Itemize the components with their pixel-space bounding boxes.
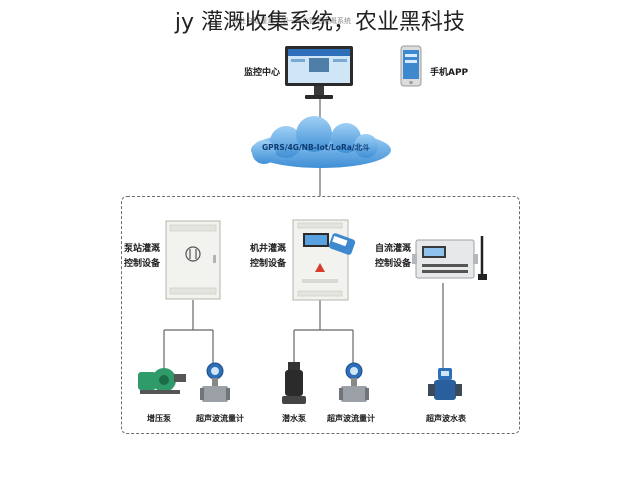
field-area-frame: [121, 196, 520, 434]
controller-3-label: 自流灌溉 控制设备: [375, 241, 411, 269]
controller-1-label-line2: 控制设备: [124, 259, 161, 269]
ultrasonic-water-meter-icon: [428, 368, 462, 400]
controller-1-label-line1: 泵站灌溉: [124, 244, 161, 254]
network-protocols-label: GPRS/4G/NB-Iot/LoRa/北斗: [262, 143, 370, 152]
phone-app-label: 手机APP: [430, 68, 469, 78]
pump-station-control-cabinet: [165, 220, 221, 300]
ultrasonic-flowmeter-icon-2: [339, 362, 369, 402]
controller-3-label-line2: 控制设备: [375, 259, 412, 269]
controller-2-label: 机井灌溉 控制设备: [250, 241, 286, 269]
overlay-title: jy 灌溉收集系统，农业黑科技: [174, 10, 466, 35]
device-2-label: 超声波流量计: [196, 414, 244, 423]
controller-2-label-line1: 机井灌溉: [250, 244, 287, 254]
well-control-cabinet: [292, 219, 356, 301]
controller-2-label-line2: 控制设备: [250, 259, 287, 269]
submersible-pump-icon: [282, 362, 306, 404]
phone-icon: [400, 45, 422, 87]
controller-1-label: 泵站灌溉 控制设备: [124, 241, 160, 269]
controller-3-label-line1: 自流灌溉: [375, 244, 412, 254]
device-5-label: 超声波水表: [426, 414, 466, 423]
device-1-label: 增压泵: [147, 414, 171, 423]
gravity-irrigation-controller: [412, 236, 487, 280]
monitor-icon: [285, 46, 353, 99]
faded-diagram-header: 农业自动灌溉水肥一体化智慧灌溉系统: [232, 17, 351, 25]
device-4-label: 超声波流量计: [327, 414, 375, 423]
device-3-label: 潜水泵: [282, 414, 306, 423]
booster-pump-icon: [138, 368, 186, 394]
monitor-label: 监控中心: [244, 68, 281, 78]
network-cloud-icon: [251, 116, 391, 168]
ultrasonic-flowmeter-icon-1: [200, 362, 230, 402]
